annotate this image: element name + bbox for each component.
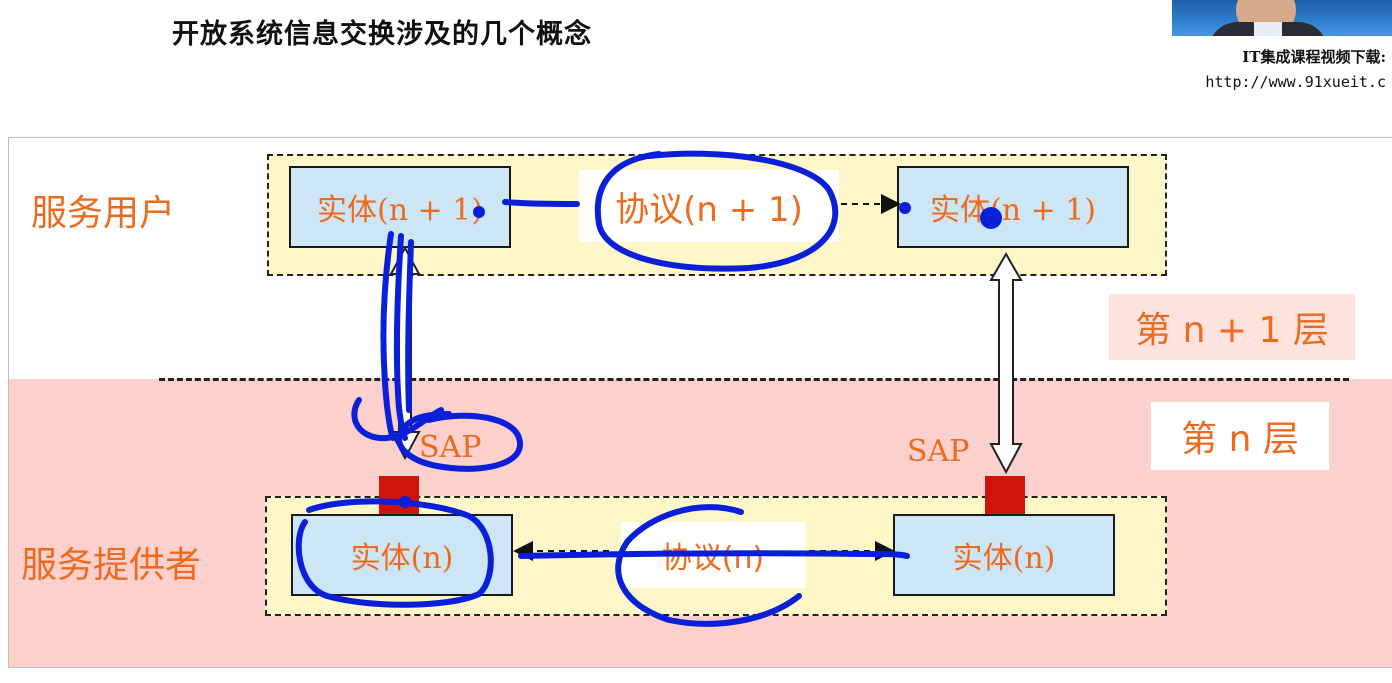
layer-n1-label: 第 n + 1 层 (1109, 294, 1355, 360)
sap-left-label: SAP (419, 430, 482, 465)
presenter-collar (1254, 22, 1282, 36)
service-provider-label: 服务提供者 (21, 545, 202, 586)
protocol-n1-label: 协议(n + 1) (579, 170, 839, 242)
slide-title: 开放系统信息交换涉及的几个概念 (172, 19, 592, 50)
handwritten-annotations (295, 150, 910, 627)
diagram-connectors (295, 150, 1023, 627)
layer-divider-line (159, 378, 1349, 381)
watermark-line-1: IT集成课程视频下载: (1242, 48, 1386, 66)
sap-left-marker (379, 476, 419, 514)
ink-link-entity-protocol (502, 199, 580, 207)
ink-line-protocol-n (518, 550, 910, 559)
sap-right-label: SAP (907, 434, 970, 469)
ink-dots (399, 202, 1002, 508)
ink-circle-entity-n (295, 498, 494, 608)
ink-dot-sap-left (399, 496, 411, 508)
ink-circle-protocol-n (615, 504, 802, 627)
entity-n-right: 实体(n) (893, 514, 1115, 596)
service-user-label: 服务用户 (31, 193, 176, 234)
presenter-webcam (1172, 0, 1392, 36)
ink-vertical-stroke-3 (405, 239, 414, 413)
watermark-url: http://www.91xueit.c (1205, 73, 1386, 91)
entity-n1-right: 实体(n + 1) (897, 166, 1129, 248)
ink-dot-entity-n1-right-a (899, 202, 911, 214)
ink-dot-entity-n1-right-b (980, 207, 1002, 229)
ink-dot-entity-n1-left (473, 206, 485, 218)
ink-circle-protocol-n1 (594, 150, 839, 272)
ink-vertical-stroke-1 (380, 231, 396, 441)
osi-concept-diagram: 服务用户 服务提供者 实体(n + 1) 实体(n + 1) 实体(n) 实体(… (8, 137, 1392, 668)
sap-right-marker (985, 476, 1025, 514)
right-service-double-arrow (989, 251, 1023, 475)
layer-n-label: 第 n 层 (1151, 402, 1329, 470)
ink-circle-sap (396, 411, 524, 472)
entity-n-left: 实体(n) (291, 514, 513, 596)
